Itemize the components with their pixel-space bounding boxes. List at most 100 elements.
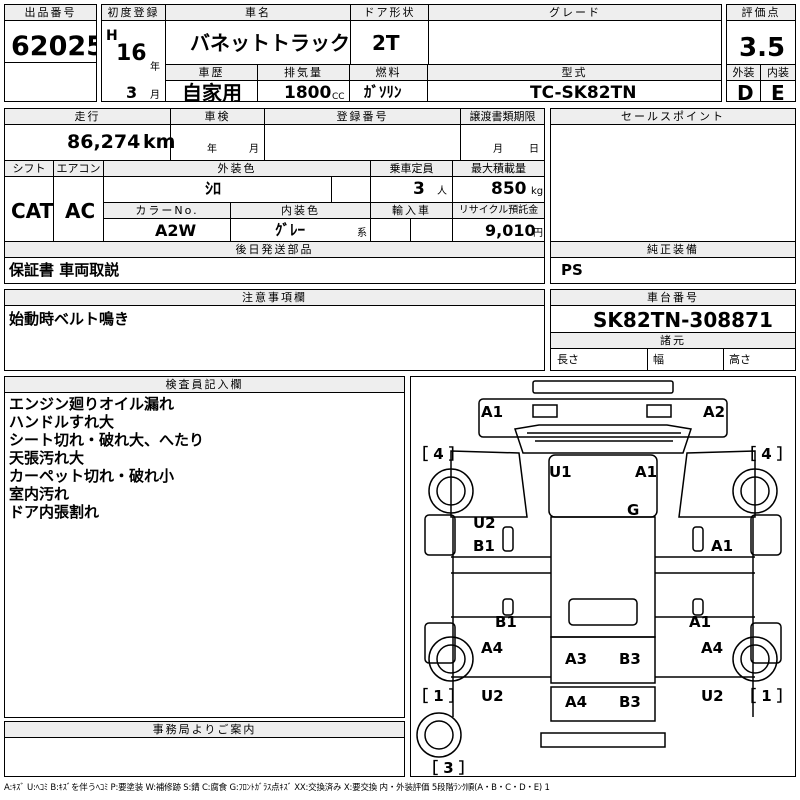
- model: TC-SK82TN: [530, 83, 637, 102]
- aircon-label: エアコン: [54, 161, 104, 177]
- exterior-color: ｼﾛ: [205, 179, 222, 198]
- list-item: エンジン廻りオイル漏れ: [9, 395, 175, 413]
- displacement-unit: CC: [332, 92, 345, 102]
- shift-label: シフト: [5, 161, 54, 177]
- interior-grade: E: [771, 81, 785, 102]
- exterior-grade-label: 外装: [727, 65, 761, 81]
- mileage-label: 走行: [5, 109, 171, 125]
- damage-mark: A1: [635, 463, 658, 481]
- lot-number-label: 出品番号: [5, 5, 96, 21]
- displacement-label: 排気量: [258, 65, 350, 81]
- score-label: 評価点: [727, 5, 795, 21]
- list-item: シート切れ・破れ大、へたり: [9, 431, 205, 449]
- fuel: ｶﾞｿﾘﾝ: [364, 83, 402, 101]
- damage-mark: G: [627, 501, 640, 519]
- score-box: 評価点 3.5 外装 内装 D E: [726, 4, 796, 102]
- sales-point-box: セールスポイント 純正装備 PS: [550, 108, 796, 284]
- spec-table: 走行 車検 登録番号 譲渡書類期限 86,274 km 年 月 月 日 シフト …: [4, 108, 545, 284]
- genuine-equipment: PS: [561, 261, 583, 279]
- recycle-label: リサイクル預託金: [453, 203, 544, 219]
- exterior-grade: D: [737, 81, 754, 102]
- length-label: 長さ: [557, 353, 579, 366]
- interior-color-unit: 系: [357, 228, 367, 239]
- registration-month: 3: [126, 83, 138, 102]
- plate-label: 登録番号: [265, 109, 461, 125]
- history-label: 車歴: [166, 65, 258, 81]
- damage-mark: A4: [481, 639, 504, 657]
- chassis-label: 車台番号: [551, 290, 795, 306]
- truck-outline-diagram: [416, 380, 782, 758]
- inspector-notes-label: 検査員記入欄: [5, 377, 404, 393]
- inspection-label: 車検: [171, 109, 265, 125]
- tire-score: ［ 3 ］: [423, 759, 474, 777]
- list-item: ハンドルすれ大: [9, 413, 115, 431]
- interior-grade-label: 内装: [761, 65, 795, 81]
- capacity-label: 乗車定員: [371, 161, 453, 177]
- damage-mark: A1: [481, 403, 504, 421]
- damage-mark: U2: [473, 514, 496, 532]
- tire-score: ［ 4 ］: [413, 445, 464, 463]
- transfer-day-unit: 日: [529, 144, 539, 155]
- inspector-notes-list: エンジン廻りオイル漏れ ハンドルすれ大 シート切れ・破れ大、へたり 天張汚れ大 …: [9, 395, 204, 521]
- color-number: A2W: [155, 221, 197, 240]
- legend: A:ｷｽﾞ U:ﾍｺﾐ B:ｷｽﾞを伴うﾍｺﾐ P:要塗装 W:補修跡 S:錆 …: [4, 783, 550, 793]
- transfer-deadline-label: 譲渡書類期限: [461, 109, 544, 125]
- car-name-label: 車名: [166, 5, 351, 21]
- height-label: 高さ: [729, 353, 751, 366]
- damage-mark: A4: [701, 639, 724, 657]
- notes-label: 注意事項欄: [5, 290, 544, 306]
- recycle-fee-unit: 円: [533, 228, 543, 239]
- damage-mark: A2: [703, 403, 726, 421]
- lot-number-box: 出品番号 62025: [4, 4, 97, 102]
- tire-score: ［ 1 ］: [413, 687, 464, 705]
- registration-year: 16: [116, 41, 147, 66]
- vehicle-header-box: 初度登録 車名 ドア形状 グレード H 16 年 バネットトラック 2T 車歴 …: [101, 4, 722, 102]
- office-notice-box: 事務局よりご案内: [4, 721, 405, 777]
- displacement: 1800: [284, 83, 332, 102]
- era: H: [106, 28, 118, 44]
- tire-score: ［ 1 ］: [741, 687, 792, 705]
- list-item: 室内汚れ: [9, 485, 70, 503]
- door-type-label: ドア形状: [351, 5, 429, 21]
- transfer-month-unit: 月: [493, 144, 503, 155]
- damage-mark: U2: [481, 687, 504, 705]
- aircon: AC: [65, 199, 96, 223]
- import-label: 輸入車: [371, 203, 453, 219]
- score: 3.5: [739, 33, 786, 63]
- later-parts-label: 後日発送部品: [5, 242, 544, 258]
- damage-mark: B1: [495, 613, 517, 631]
- damage-mark: B3: [619, 693, 641, 711]
- mileage-unit: km: [143, 131, 176, 153]
- shift: CAT: [11, 199, 54, 223]
- capacity-unit: 人: [437, 186, 447, 197]
- mileage: 86,274: [67, 131, 141, 153]
- damage-mark: A1: [711, 537, 734, 555]
- history: 自家用: [182, 81, 242, 102]
- inspection-year-unit: 年: [207, 144, 217, 155]
- width-label: 幅: [653, 353, 664, 366]
- car-name: バネットトラック: [190, 31, 350, 55]
- max-load-label: 最大積載量: [453, 161, 544, 177]
- exterior-color-label: 外装色: [104, 161, 371, 177]
- grade-label: グレード: [429, 5, 721, 21]
- damage-mark: A4: [565, 693, 588, 711]
- damage-mark: U2: [701, 687, 724, 705]
- recycle-fee: 9,010: [485, 221, 536, 240]
- max-load: 850: [491, 179, 527, 199]
- lot-number: 62025: [11, 31, 97, 62]
- interior-color: ｸﾞﾚｰ: [275, 221, 306, 239]
- interior-color-label: 内装色: [231, 203, 371, 219]
- notes: 始動時ベルト鳴き: [9, 310, 130, 328]
- color-number-label: カラーNo.: [104, 203, 231, 219]
- later-parts: 保証書 車両取説: [9, 261, 120, 279]
- damage-diagram: A1 A2 U1 A1 G U2 B1 A1 B1 A1 A4 A4 A3 B3…: [410, 376, 796, 777]
- office-notice-label: 事務局よりご案内: [5, 722, 404, 738]
- model-label: 型式: [428, 65, 721, 81]
- sales-point-label: セールスポイント: [551, 109, 795, 125]
- chassis-number: SK82TN-308871: [593, 308, 773, 332]
- inspector-notes-box: 検査員記入欄 エンジン廻りオイル漏れ ハンドルすれ大 シート切れ・破れ大、へたり…: [4, 376, 405, 718]
- list-item: 天張汚れ大: [9, 449, 85, 467]
- capacity: 3: [413, 179, 425, 199]
- list-item: ドア内張割れ: [9, 503, 100, 521]
- damage-mark: B1: [473, 537, 495, 555]
